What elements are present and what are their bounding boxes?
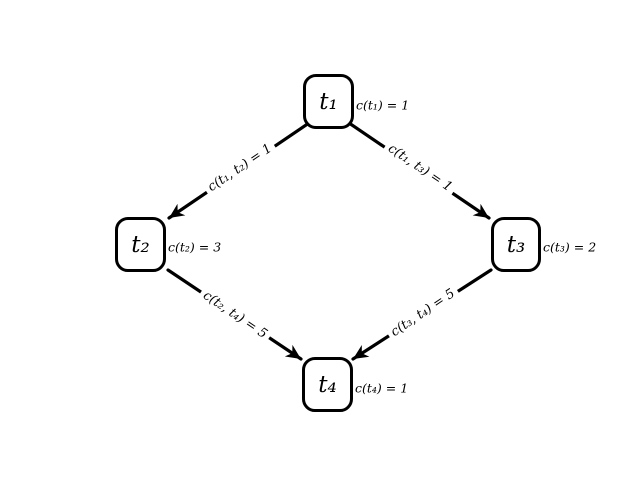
- node-t3-label: t₃: [506, 231, 526, 258]
- node-t1: t₁: [303, 74, 354, 129]
- node-t3-cost-annotation: c(t₃) = 2: [543, 239, 597, 255]
- node-t4-label: t₄: [318, 371, 337, 398]
- node-t2-label: t₂: [131, 231, 150, 258]
- node-t1-label: t₁: [319, 88, 338, 115]
- node-t3: t₃: [491, 217, 541, 272]
- node-t2: t₂: [115, 217, 166, 272]
- node-t2-cost-annotation: c(t₂) = 3: [168, 239, 222, 255]
- node-t1-cost-annotation: c(t₁) = 1: [356, 97, 410, 113]
- node-t4-cost-annotation: c(t₄) = 1: [355, 380, 409, 396]
- node-t4: t₄: [302, 357, 353, 412]
